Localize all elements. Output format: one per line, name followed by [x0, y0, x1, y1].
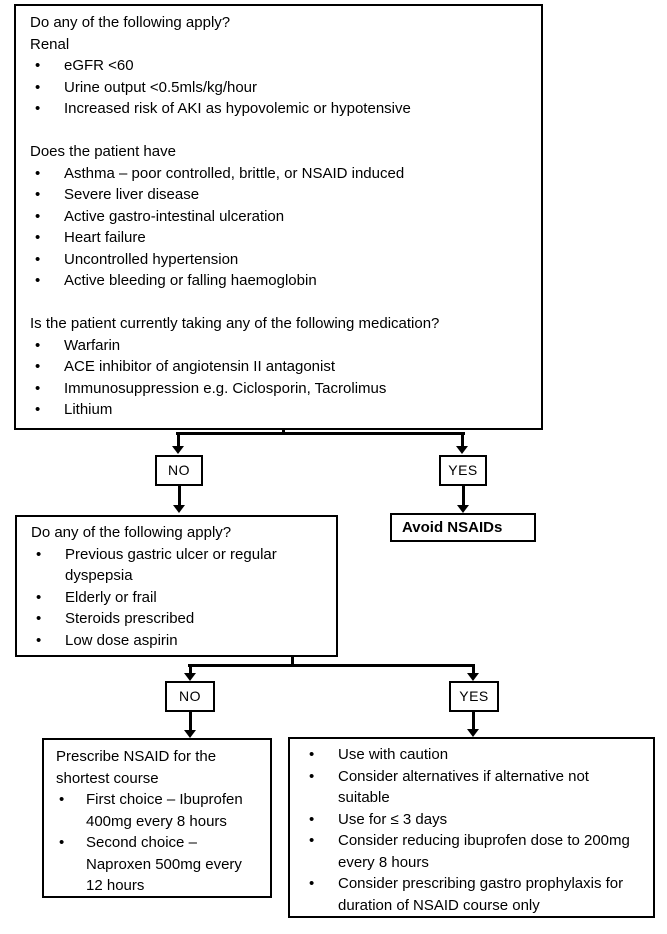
- prescribe-nsaid-box: Prescribe NSAID for the shortest course …: [42, 738, 272, 898]
- connector-line: [176, 432, 465, 435]
- arrow-down-icon: [172, 446, 184, 454]
- connector-line: [177, 432, 180, 446]
- connector-line: [189, 712, 192, 731]
- list-item: First choice – Ibuprofen 400mg every 8 h…: [56, 789, 258, 832]
- list-item: Low dose aspirin: [31, 630, 322, 652]
- yes-label-box-1: YES: [439, 455, 487, 486]
- arrow-down-icon: [184, 673, 196, 681]
- list-item: Use with caution: [304, 744, 639, 766]
- prescribe-heading: Prescribe NSAID for the shortest course: [56, 748, 217, 787]
- list-item: Warfarin: [30, 335, 527, 357]
- gastro-risk-question-box: Do any of the following apply? Previous …: [15, 515, 338, 657]
- condition-bullet-list: Asthma – poor controlled, brittle, or NS…: [30, 163, 527, 292]
- list-item: Active gastro-intestinal ulceration: [30, 206, 527, 228]
- arrow-down-icon: [184, 730, 196, 738]
- question-patient-have: Does the patient have: [30, 143, 176, 160]
- connector-line: [462, 486, 465, 506]
- arrow-down-icon: [457, 505, 469, 513]
- no-label-box-1: NO: [155, 455, 203, 486]
- yes-label-box-2: YES: [449, 681, 499, 712]
- connector-line: [282, 428, 285, 435]
- question-apply-2: Do any of the following apply?: [31, 524, 232, 541]
- caution-bullet-list: Use with caution Consider alternatives i…: [304, 744, 639, 916]
- list-item: Severe liver disease: [30, 184, 527, 206]
- list-item: Steroids prescribed: [31, 608, 322, 630]
- list-item: Urine output <0.5mls/kg/hour: [30, 77, 527, 99]
- connector-line: [472, 712, 475, 730]
- connector-line: [188, 664, 475, 667]
- list-item: eGFR <60: [30, 55, 527, 77]
- list-item: Use for ≤ 3 days: [304, 809, 639, 831]
- avoid-nsaids-label: Avoid NSAIDs: [402, 518, 503, 536]
- list-item: Uncontrolled hypertension: [30, 249, 527, 271]
- list-item: Immunosuppression e.g. Ciclosporin, Tacr…: [30, 378, 527, 400]
- list-item: Elderly or frail: [31, 587, 322, 609]
- yes-label: YES: [459, 687, 489, 704]
- question-medication: Is the patient currently taking any of t…: [30, 315, 440, 332]
- arrow-down-icon: [456, 446, 468, 454]
- no-label: NO: [179, 687, 201, 704]
- renal-subheading: Renal: [30, 35, 70, 53]
- renal-bullet-list: eGFR <60 Urine output <0.5mls/kg/hour In…: [30, 55, 527, 120]
- list-item: ACE inhibitor of angiotensin II antagoni…: [30, 356, 527, 378]
- connector-line: [291, 655, 294, 667]
- gastro-risk-bullet-list: Previous gastric ulcer or regular dyspep…: [31, 544, 322, 652]
- list-item: Active bleeding or falling haemoglobin: [30, 270, 527, 292]
- yes-label: YES: [448, 461, 478, 478]
- screening-question-box: Do any of the following apply? Renal eGF…: [14, 4, 543, 430]
- arrow-down-icon: [467, 673, 479, 681]
- blank-line: [30, 120, 527, 142]
- list-item: Second choice – Naproxen 500mg every 12 …: [56, 832, 258, 897]
- list-item: Previous gastric ulcer or regular dyspep…: [31, 544, 322, 587]
- connector-line: [461, 432, 464, 446]
- list-item: Heart failure: [30, 227, 527, 249]
- no-label-box-2: NO: [165, 681, 215, 712]
- list-item: Lithium: [30, 399, 527, 421]
- list-item: Consider reducing ibuprofen dose to 200m…: [304, 830, 639, 873]
- arrow-down-icon: [173, 505, 185, 513]
- list-item: Increased risk of AKI as hypovolemic or …: [30, 98, 527, 120]
- list-item: Asthma – poor controlled, brittle, or NS…: [30, 163, 527, 185]
- connector-line: [189, 664, 192, 674]
- list-item: Consider prescribing gastro prophylaxis …: [304, 873, 639, 916]
- no-label: NO: [168, 461, 190, 478]
- avoid-nsaids-box: Avoid NSAIDs: [390, 513, 536, 542]
- blank-line: [30, 292, 527, 314]
- prescribe-bullet-list: First choice – Ibuprofen 400mg every 8 h…: [56, 789, 258, 897]
- connector-line: [178, 486, 181, 506]
- arrow-down-icon: [467, 729, 479, 737]
- connector-line: [472, 664, 475, 674]
- medication-bullet-list: Warfarin ACE inhibitor of angiotensin II…: [30, 335, 527, 421]
- list-item: Consider alternatives if alternative not…: [304, 766, 639, 809]
- question-apply: Do any of the following apply?: [30, 14, 231, 31]
- caution-box: Use with caution Consider alternatives i…: [288, 737, 655, 918]
